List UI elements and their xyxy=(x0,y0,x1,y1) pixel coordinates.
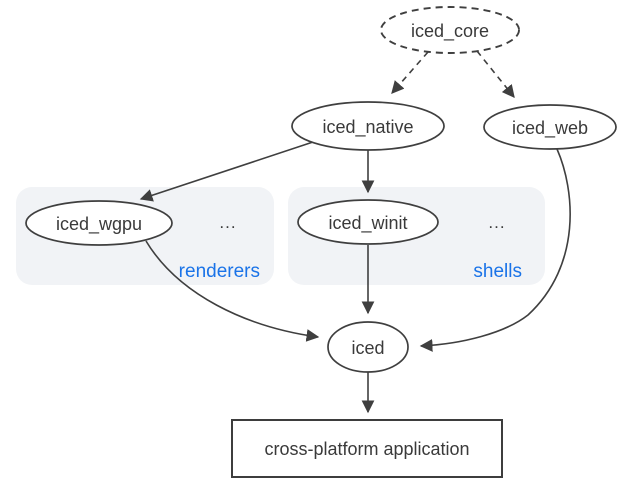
node-iced-wgpu-ellipse xyxy=(25,200,173,246)
shells-ellipsis: ... xyxy=(488,213,505,232)
node-iced-label: iced xyxy=(351,338,384,358)
renderers-ellipsis: ... xyxy=(219,213,236,232)
edge-iced-native-to-iced-wgpu xyxy=(139,141,314,202)
node-iced-winit-label: iced_winit xyxy=(328,213,407,234)
node-iced-native-ellipse xyxy=(291,101,445,151)
edge-iced-web-to-iced xyxy=(419,148,571,352)
node-iced-ellipse xyxy=(327,321,409,373)
edge-iced-core-to-iced-web xyxy=(476,50,515,98)
node-iced-wgpu: iced_wgpu xyxy=(25,200,173,246)
node-iced-core: iced_core xyxy=(380,6,520,54)
node-iced-web-ellipse xyxy=(483,104,617,150)
node-iced-wgpu-label: iced_wgpu xyxy=(56,214,142,235)
node-app-label: cross-platform application xyxy=(264,439,469,459)
renderers-group-label: renderers xyxy=(179,261,260,282)
node-iced-web: iced_web xyxy=(483,104,617,150)
node-app: cross-platform application xyxy=(231,419,503,478)
node-iced-core-label: iced_core xyxy=(411,21,489,42)
node-iced-winit: iced_winit xyxy=(297,199,439,245)
node-iced-web-label: iced_web xyxy=(512,118,588,139)
node-iced-core-ellipse xyxy=(380,6,520,54)
node-iced-native-label: iced_native xyxy=(322,117,413,138)
edge-iced-core-to-iced-native xyxy=(391,51,429,94)
shells-group-label: shells xyxy=(473,261,522,282)
edge-iced-wgpu-to-iced xyxy=(145,240,320,342)
node-iced-native: iced_native xyxy=(291,101,445,151)
node-iced-winit-ellipse xyxy=(297,199,439,245)
node-iced: iced xyxy=(327,321,409,373)
node-app-rect xyxy=(231,419,503,478)
